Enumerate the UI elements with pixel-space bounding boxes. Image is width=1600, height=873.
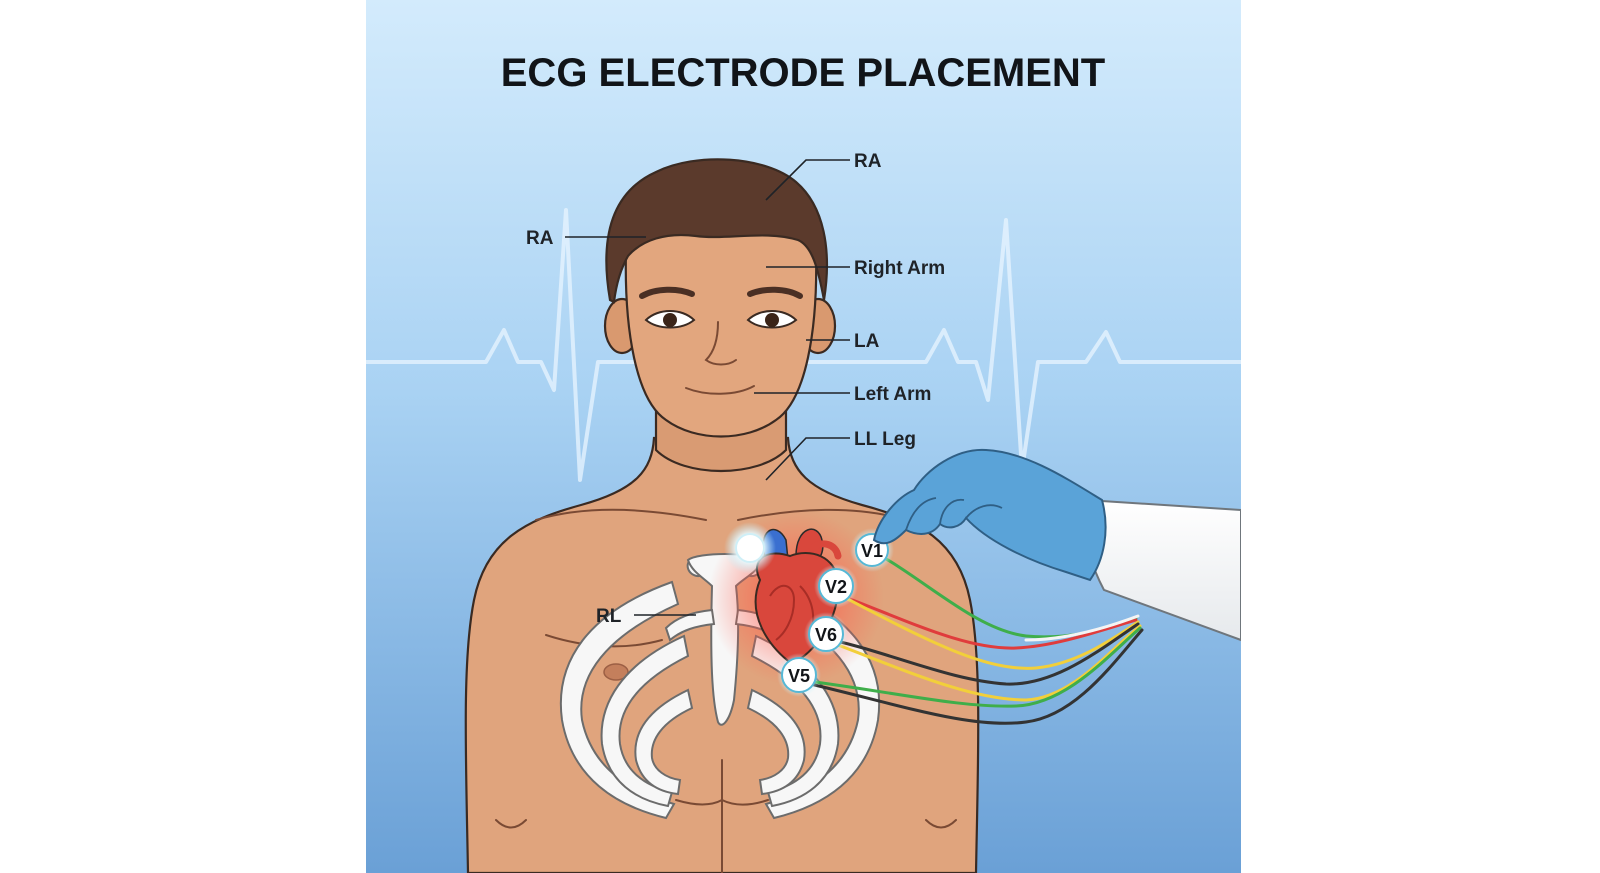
- gloved-hand: [872, 448, 1107, 582]
- left-pupil: [765, 313, 779, 327]
- face: [624, 222, 818, 438]
- label-ll-leg: LL Leg: [854, 429, 916, 450]
- label-la: LA: [854, 331, 880, 352]
- electrode-label-v5: V5: [788, 666, 810, 686]
- leader-ll-leg: [765, 437, 850, 481]
- electrode-v6: V6: [804, 612, 848, 656]
- label-rl: RL: [596, 606, 622, 627]
- abdomen-lines: [495, 759, 957, 873]
- electrode-v5: V5: [777, 653, 821, 697]
- ecg-illustration: ECG ELECTRODE PLACEMENT: [366, 0, 1241, 873]
- electrode-label-v1: V1: [861, 541, 883, 561]
- page-title: ECG ELECTRODE PLACEMENT: [501, 51, 1105, 95]
- nipple: [603, 663, 629, 681]
- electrode-top: [735, 533, 765, 563]
- right-pupil: [663, 313, 677, 327]
- glove-finger-lines: [905, 497, 1003, 531]
- lead-wires: [782, 550, 1144, 725]
- mouth: [685, 385, 755, 395]
- electrode-label-v6: V6: [815, 625, 837, 645]
- label-ra-left: RA: [526, 228, 554, 249]
- nose: [704, 321, 737, 366]
- diagram-panel: ECG ELECTRODE PLACEMENT: [366, 0, 1241, 873]
- label-ra-top: RA: [854, 151, 882, 172]
- label-right-arm: Right Arm: [854, 258, 945, 279]
- right-eyebrow: [639, 286, 695, 299]
- electrode-v2: V2: [814, 564, 858, 608]
- electrode-label-v2: V2: [825, 577, 847, 597]
- label-left-arm: Left Arm: [854, 384, 931, 405]
- leader-ra-top: [765, 159, 850, 201]
- left-eyebrow: [747, 286, 803, 299]
